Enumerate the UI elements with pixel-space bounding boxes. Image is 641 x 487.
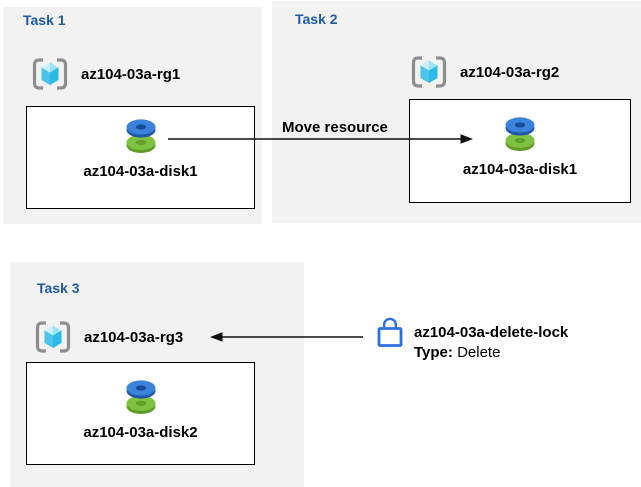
task2-panel: Task 2 az104-03a-rg2	[272, 1, 641, 223]
move-resource-label: Move resource	[282, 119, 388, 136]
task2-title: Task 2	[295, 11, 338, 27]
resource-group-name: az104-03a-rg2	[460, 63, 560, 81]
task3-panel: Task 3 az104-03a-rg3	[10, 262, 304, 487]
task1-panel: Task 1 az104-03a-rg1	[3, 7, 262, 224]
task2-resource-group: az104-03a-rg2	[409, 52, 559, 92]
disk-name: az104-03a-disk1	[83, 163, 198, 180]
task1-resource-box: az104-03a-disk1	[26, 106, 255, 209]
disk-name: az104-03a-disk2	[83, 424, 198, 441]
task3-resource-group: az104-03a-rg3	[33, 317, 183, 357]
task3-resource-box: az104-03a-disk2	[26, 362, 255, 465]
disk-icon	[119, 115, 163, 157]
lock-icon	[377, 314, 403, 349]
resource-group-name: az104-03a-rg3	[84, 328, 184, 346]
task1-title: Task 1	[23, 12, 66, 28]
resource-group-icon	[33, 317, 73, 357]
task3-title: Task 3	[37, 280, 80, 296]
lock-name: az104-03a-delete-lock	[414, 324, 569, 341]
resource-group-icon	[409, 52, 449, 92]
task1-resource-group: az104-03a-rg1	[30, 54, 180, 94]
disk-icon	[119, 376, 163, 418]
disk-icon	[498, 113, 542, 155]
disk-name: az104-03a-disk1	[462, 161, 578, 178]
resource-group-icon	[30, 54, 70, 94]
task2-resource-box: az104-03a-disk1	[409, 99, 631, 203]
lock-type: Type: Delete	[414, 344, 501, 361]
delete-lock-annotation: az104-03a-delete-lock Type: Delete	[377, 314, 568, 363]
resource-group-name: az104-03a-rg1	[81, 65, 181, 83]
